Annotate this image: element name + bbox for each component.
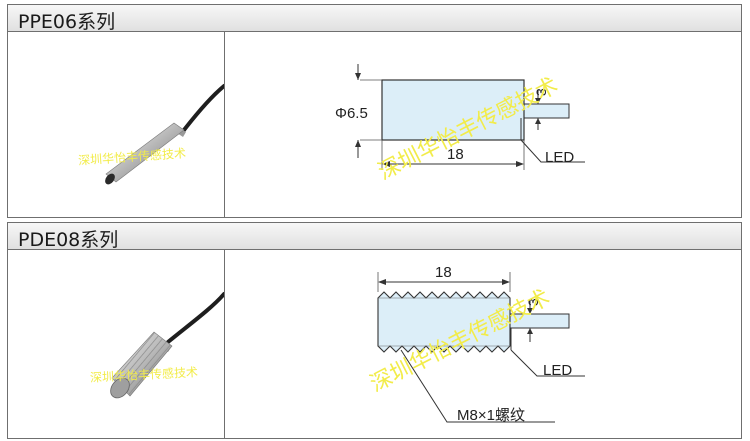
section-header: PDE08系列 (7, 222, 742, 251)
dimension-drawing-ppe06: Φ6.5 18 3 LED 深圳华怡丰传感技术 (335, 64, 585, 185)
section-body: 深圳华怡丰传感技术 18 3 LED (7, 250, 742, 439)
led-label: LED (545, 149, 574, 166)
column-divider (224, 32, 225, 217)
small-dim-label: 3 (533, 88, 549, 96)
product-photo-pde08 (110, 292, 224, 399)
product-photo-ppe06 (105, 84, 224, 185)
dimension-drawing-pde08: 18 3 LED M8×1螺纹 深圳华怡丰传感技术 (366, 264, 585, 424)
thread-label: M8×1螺纹 (457, 407, 525, 424)
small-dim-label: 3 (525, 298, 541, 306)
section-title: PPE06系列 (18, 11, 116, 33)
column-divider (224, 250, 225, 438)
sensor-body (381, 79, 525, 141)
section-header: PPE06系列 (7, 4, 742, 33)
diameter-label: Φ6.5 (335, 105, 368, 122)
led-label: LED (543, 362, 572, 379)
length-label: 18 (435, 264, 452, 281)
section-body: 深圳华怡丰传感技术 Φ6.5 18 (7, 32, 742, 218)
length-label: 18 (447, 146, 464, 163)
section-title: PDE08系列 (18, 229, 119, 251)
